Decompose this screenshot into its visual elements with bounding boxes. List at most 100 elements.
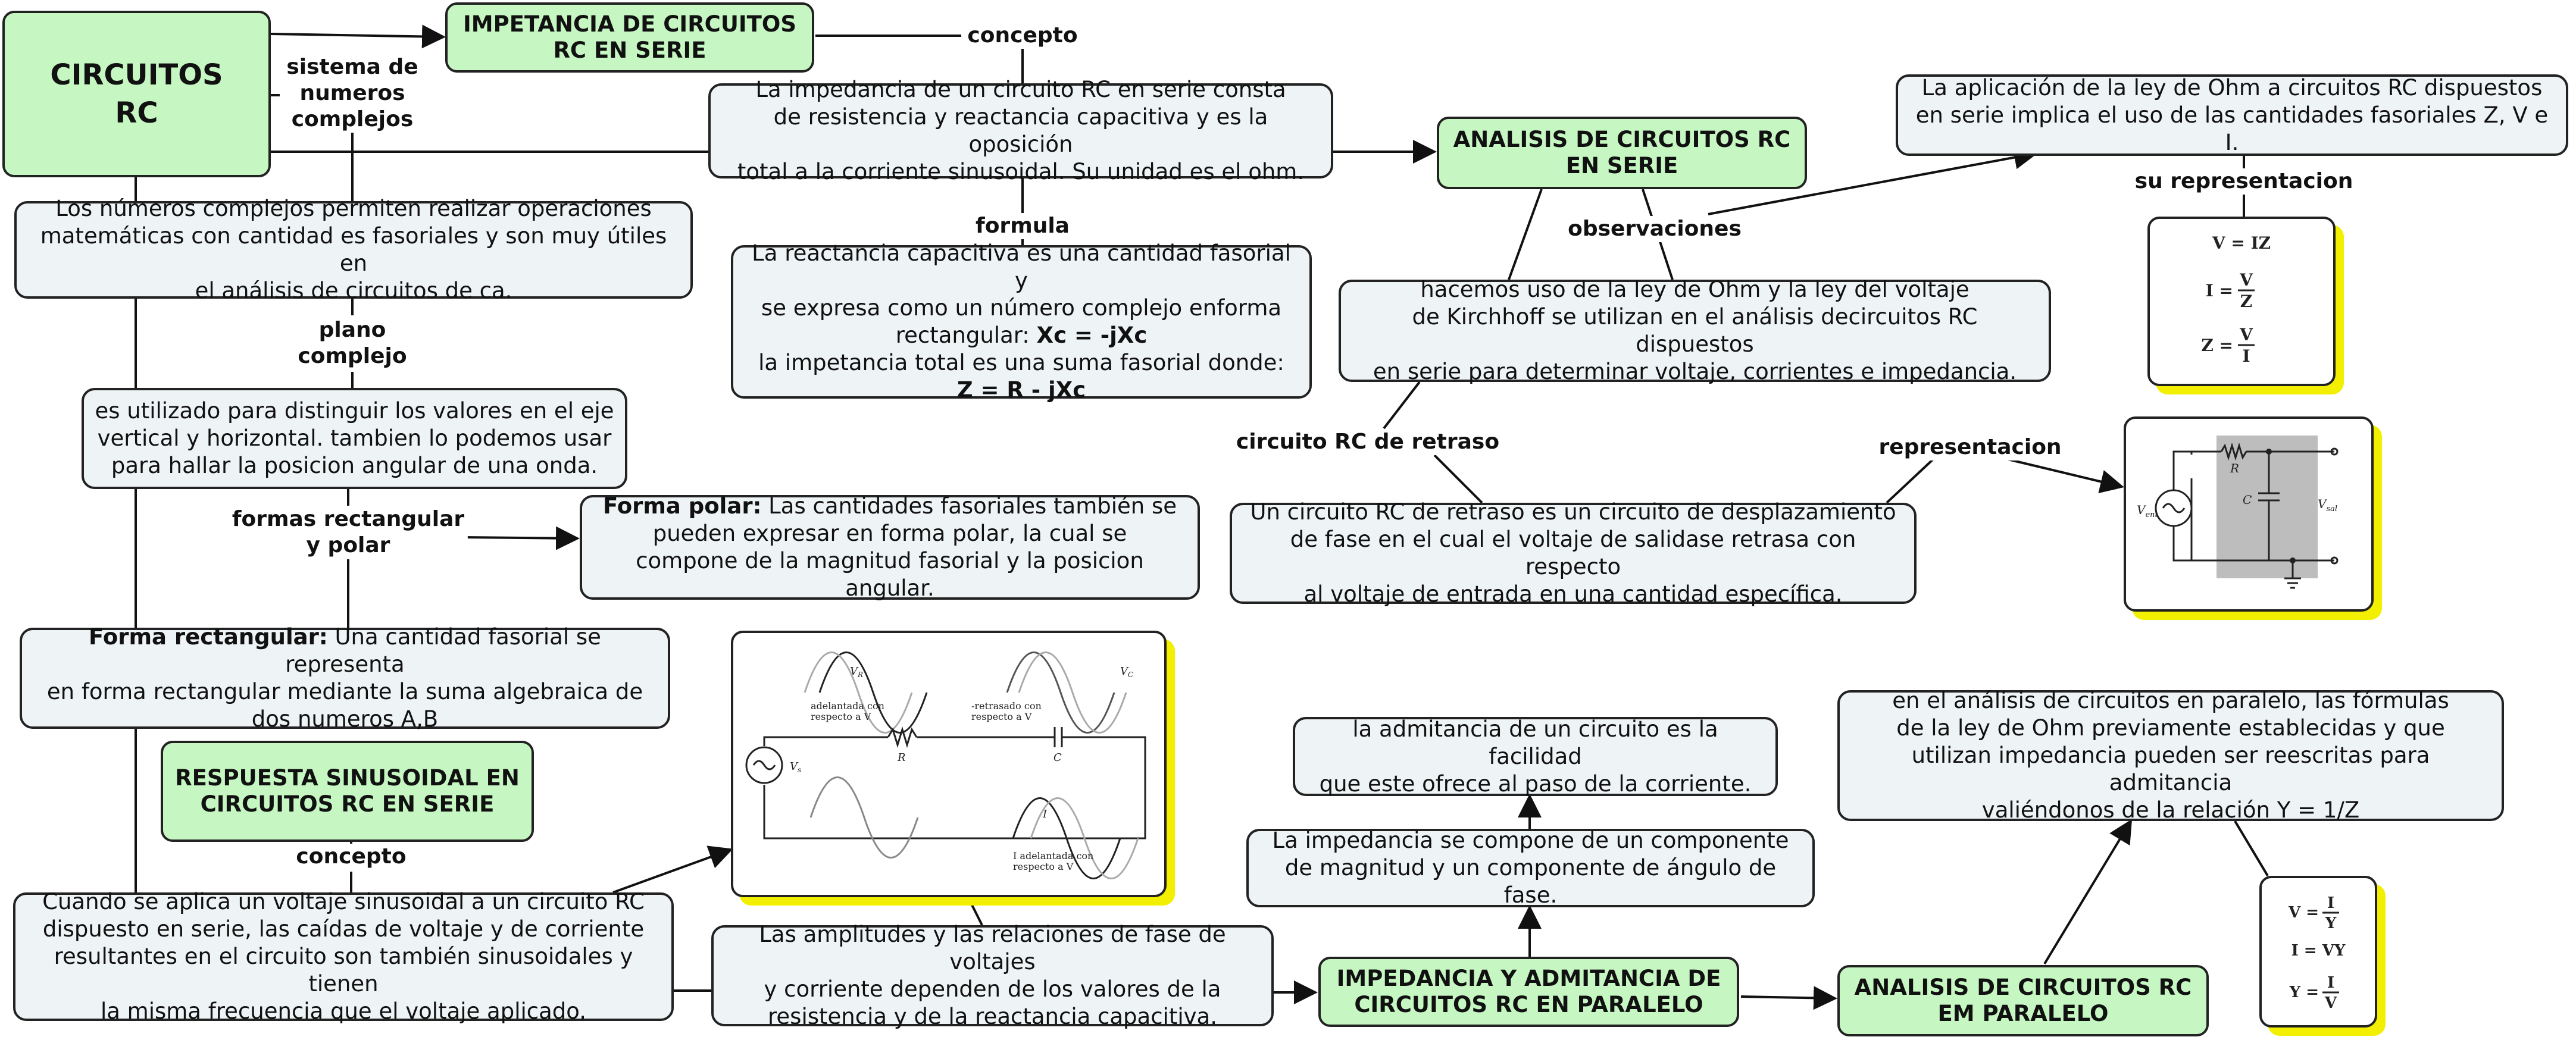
ohm-f3d: I [2242, 346, 2250, 366]
admitancia-formulas-svg: V = I Y I = VY Y = I V [2288, 894, 2346, 1012]
note-admitancia-def: la admitancia de un circuito es la facil… [1293, 716, 1778, 797]
sin-r-label: R [897, 751, 906, 764]
edge-image-amplitudes [969, 901, 983, 926]
note-kirchhoff: hacemos uso de la ley de Ohm y la ley de… [1339, 277, 2051, 384]
note-impedancia-def-text: La impedancia de un circuito RC en serie… [737, 77, 1305, 184]
label-su-representacion: su representacion [2131, 168, 2357, 195]
note-retraso-def-text: Un circuito RC de retraso es un circuito… [1250, 499, 1896, 607]
ohm-f3a: Z = [2201, 336, 2233, 355]
root-title: CIRCUITOS RC [50, 58, 223, 130]
lag-vin-label: Vent [2137, 503, 2159, 519]
note-complejos-def-text: Los números complejos permiten realizar … [40, 196, 667, 303]
note-plano-def-text: es utilizado para distinguir los valores… [95, 398, 614, 478]
adm-f2: I = VY [2291, 942, 2346, 960]
image-ohm-serie-formulas: V = IZ I = V Z Z = V I [2147, 217, 2336, 386]
note-ohm-serie-text: La aplicación de la ley de Ohm a circuit… [1915, 74, 2549, 155]
label-sistema-complejos: sistema de numeros complejos [283, 54, 422, 133]
topic-respuesta-sinusoidal-label: RESPUESTA SINUSOIDAL EN CIRCUITOS RC EN … [175, 765, 520, 817]
note-paralelo-def-text: en el análisis de circuitos en paralelo,… [1892, 688, 2449, 823]
edge-paralelo-analisis [1740, 986, 1837, 1010]
note-amplitudes: Las amplitudes y las relaciones de fase … [711, 922, 1274, 1029]
forma-rect-title: Forma rectangular: [89, 624, 328, 650]
adm-f3a: Y = [2289, 983, 2319, 1001]
ohm-f2a: I = [2206, 281, 2233, 300]
topic-impedancia-serie[interactable]: IMPETANCIA DE CIRCUITOS RC EN SERIE [445, 2, 814, 73]
label-observaciones: observaciones [1564, 216, 1745, 242]
lag-r-label: R [2230, 461, 2239, 475]
ohm-f3n: V [2239, 325, 2253, 344]
note-ohm-serie: La aplicación de la ley de Ohm a circuit… [1896, 74, 2568, 156]
note-impedancia-def: La impedancia de un circuito RC en serie… [708, 77, 1333, 184]
label-concepto-1: concepto [964, 23, 1081, 49]
adm-f3n: I [2327, 974, 2334, 992]
note-sinusoidal-def-text: Cuando se aplica un voltaje sinusoidal a… [42, 889, 645, 1024]
topic-analisis-serie-label: ANALISIS DE CIRCUITOS RC EN SERIE [1453, 127, 1791, 178]
label-formula: formula [972, 213, 1073, 239]
topic-impedancia-paralelo-label: IMPEDANCIA Y ADMITANCIA DE CIRCUITOS RC … [1336, 966, 1721, 1017]
topic-analisis-paralelo[interactable]: ANALISIS DE CIRCUITOS RC EM PARALELO [1837, 965, 2209, 1036]
topic-impedancia-serie-label: IMPETANCIA DE CIRCUITOS RC EN SERIE [463, 11, 796, 63]
edge-rep-image [2002, 457, 2124, 494]
sin-vr-label: VR [850, 665, 863, 679]
image-lag-circuit: R C Vent Vsal [2124, 416, 2374, 612]
root-topic-circuitos-rc[interactable]: CIRCUITOS RC [2, 11, 271, 177]
label-representacion: representacion [1875, 434, 2065, 461]
edge-obs-ohm [1708, 145, 2038, 215]
forma-rect-text: Una cantidad fasorial se representa en f… [46, 624, 643, 732]
note-plano-def: es utilizado para distinguir los valores… [82, 388, 627, 489]
note-reactancia-text: La reactancia capacitiva es una cantidad… [752, 240, 1291, 348]
note-impedancia-comp: La impedancia se compone de un component… [1246, 828, 1815, 908]
sin-vc-label: VC [1120, 665, 1133, 679]
edge-analisis-obs-left [1508, 189, 1543, 280]
sin-c-label: C [1053, 751, 1062, 764]
forma-polar-text: Las cantidades fasoriales también se pue… [636, 493, 1177, 601]
edge-formas-polar [461, 526, 580, 550]
edge-analisis-paraleldef [2043, 819, 2133, 965]
image-admitancia-formulas: V = I Y I = VY Y = I V [2259, 876, 2377, 1028]
adm-f1d: Y [2325, 914, 2337, 932]
lag-circuit-svg: R C Vent Vsal [2137, 436, 2339, 589]
note-paralelo-def: en el análisis de circuitos en paralelo,… [1837, 688, 2504, 823]
label-concepto-2: concepto [292, 844, 410, 870]
note-admitancia-def-text: la admitancia de un circuito es la facil… [1319, 716, 1752, 797]
ohm-f2n: V [2239, 270, 2253, 290]
note-impedancia-comp-text: La impedancia se compone de un component… [1272, 828, 1789, 908]
topic-analisis-paralelo-label: ANALISIS DE CIRCUITOS RC EM PARALELO [1854, 975, 2192, 1026]
ohm-f2d: Z [2240, 292, 2252, 311]
reactancia-formula: Xc = -jXc [1036, 322, 1148, 348]
note-amplitudes-text: Las amplitudes y las relaciones de fase … [759, 922, 1226, 1029]
note-sinusoidal-def: Cuando se aplica un voltaje sinusoidal a… [13, 889, 674, 1024]
topic-analisis-serie[interactable]: ANALISIS DE CIRCUITOS RC EN SERIE [1437, 117, 1807, 189]
edge-retraso-def [1433, 454, 1483, 504]
edge-sinusoidal-image [612, 845, 733, 894]
note-complejos-def: Los números complejos permiten realizar … [14, 196, 693, 303]
edge-kirchhoff-retraso [1383, 381, 1421, 430]
sin-i-label: I [1042, 808, 1048, 820]
label-formas: formas rectangular y polar [228, 506, 468, 559]
note-retraso-def: Un circuito RC de retraso es un circuito… [1230, 499, 1917, 607]
note-forma-rectangular: Forma rectangular: Una cantidad fasorial… [20, 624, 670, 732]
sin-vs-label: Vs [790, 760, 801, 774]
ohm-f1: V = IZ [2212, 233, 2271, 253]
ohm-serie-formulas-svg: V = IZ I = V Z Z = V I [2201, 233, 2271, 366]
topic-respuesta-sinusoidal[interactable]: RESPUESTA SINUSOIDAL EN CIRCUITOS RC EN … [161, 741, 534, 842]
label-plano-complejo: plano complejo [294, 317, 411, 369]
lag-vout-label: Vsal [2318, 497, 2337, 513]
edge-retrasodef-rep [1886, 457, 1936, 504]
adm-f1a: V = [2288, 904, 2319, 922]
topic-impedancia-paralelo[interactable]: IMPEDANCIA Y ADMITANCIA DE CIRCUITOS RC … [1318, 957, 1739, 1027]
forma-polar-title: Forma polar: [602, 493, 762, 519]
adm-f3d: V [2324, 994, 2337, 1012]
note-kirchhoff-text: hacemos uso de la ley de Ohm y la ley de… [1373, 277, 2017, 384]
lag-c-label: C [2243, 493, 2252, 507]
label-circuito-retraso: circuito RC de retraso [1232, 429, 1503, 455]
note-reactancia: La reactancia capacitiva es una cantidad… [731, 240, 1312, 403]
edge-root-impedancia [270, 24, 446, 49]
adm-f1n: I [2327, 894, 2334, 912]
